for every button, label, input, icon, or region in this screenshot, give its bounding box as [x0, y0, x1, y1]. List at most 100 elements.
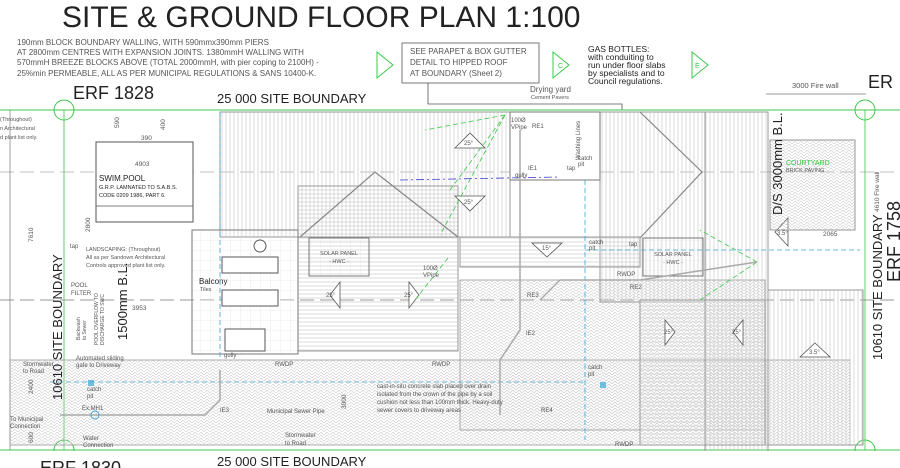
note-line: LANDSCAPING: (Throughout): [86, 247, 160, 253]
service-label: IE1: [528, 166, 538, 172]
service-label: RE1: [532, 124, 544, 130]
erf-label: ERF 1758: [884, 201, 900, 282]
right-boundary-label: 10610 SITE BOUNDARY: [870, 214, 885, 360]
service-label: Stormwater: [285, 433, 316, 439]
service-label: catch: [578, 156, 592, 162]
service-label: pit: [589, 246, 596, 252]
service-label: pit: [87, 394, 94, 400]
room-sublabel: Cement Pavers: [531, 95, 569, 101]
service-label: catch: [588, 365, 602, 371]
note-line: AT BOUNDARY (Sheet 2): [410, 69, 502, 78]
service-label: POOL OVERFLOW TO: [94, 293, 100, 345]
swimming-pool: [95, 141, 194, 223]
service-label: to Road: [23, 369, 44, 375]
service-label: Municipal Sewer Pipe: [267, 409, 325, 415]
pool-label: SWIM.POOL: [99, 174, 146, 183]
roof-pitch-label: 15°: [542, 246, 552, 252]
service-label: VPipe: [423, 273, 440, 279]
service-label: Connection: [10, 424, 40, 430]
room-sublabel: BRICK PAVING: [786, 168, 824, 174]
grid-marker-icon: [854, 99, 876, 121]
roof-pitch-label: 25°: [464, 200, 474, 206]
solar-panel-label: SOLAR PANEL: [654, 252, 692, 258]
note-line: cushion not less than 100mm thick. Heavy…: [377, 400, 503, 406]
dimension-label: 600: [28, 432, 35, 443]
bottom-boundary-label: 25 000 SITE BOUNDARY: [217, 454, 367, 468]
plan-title: SITE & GROUND FLOOR PLAN 1:100: [62, 1, 580, 34]
roof-section: [767, 289, 864, 446]
grid-marker-icon: [53, 99, 75, 121]
solar-panel: [308, 237, 370, 277]
dimension-label: 2400: [28, 379, 35, 394]
note-line: AT 2800mm CENTRES WITH EXPANSION JOINTS.…: [17, 48, 304, 57]
section-marker-icon: [691, 50, 709, 80]
note-line: DETAIL TO HIPPED ROOF: [410, 58, 508, 67]
service-label: Ex.MH1: [82, 406, 104, 412]
solar-panel: [642, 237, 704, 277]
service-label: Water: [83, 436, 99, 442]
boundary-wall-note: 190mm BLOCK BOUNDARY WALLING, WITH 590mm…: [17, 38, 319, 78]
service-label: FILTER: [71, 291, 92, 297]
service-label: pit: [578, 162, 585, 168]
drying-yard: [509, 111, 601, 181]
section-marker-icon: [376, 50, 394, 80]
washing-lines-label: Washing Lines: [576, 121, 582, 160]
roof-pitch-label: 3.5°: [809, 350, 820, 356]
service-label: to Road: [285, 441, 306, 447]
note-line: Council regulations.: [588, 76, 663, 86]
dimension-label: 3953: [132, 305, 147, 312]
dimension-label: 3000 Fire wall: [792, 81, 839, 90]
note-line: isolated from the crown of the pipe by a…: [377, 392, 492, 398]
building-line-label: 1500mm B.L.: [115, 263, 130, 340]
pool-note: G.R.P. LAMNATED TO S.A.B.S.: [99, 185, 178, 191]
service-label: RE4: [541, 408, 553, 414]
room-label: COURTYARD: [786, 160, 830, 167]
service-label: RWDP: [617, 272, 635, 278]
dimension-label: 2800: [85, 217, 92, 232]
room-sublabel: Tiles: [200, 287, 212, 293]
leader-line: [427, 83, 623, 110]
room-label: Balcony: [199, 277, 227, 286]
roof-pitch-label: 25°: [404, 293, 414, 299]
service-label: to Sewer: [82, 320, 88, 340]
note-line: n Architectural: [0, 126, 35, 132]
service-label: DISCHARGE TO SWC: [100, 294, 106, 345]
service-label: RWDP: [615, 442, 633, 448]
note-line: Controls approved plant list only.: [86, 263, 166, 269]
service-label: Automated sliding: [76, 356, 124, 362]
roof-pitch-label: 25°: [326, 293, 336, 299]
service-label: catch: [87, 387, 101, 393]
note-line: GAS BOTTLES:: [588, 44, 649, 54]
dimension-label: 4903: [135, 161, 150, 168]
note-line: (Throughout): [0, 117, 32, 123]
service-label: gully: [515, 173, 527, 179]
building-line-label: D/S 3000mm B.L.: [770, 112, 785, 215]
service-label: RE2: [630, 285, 642, 291]
service-label: tap: [629, 242, 638, 248]
note-line: cast-in-situ concrete slab placed over d…: [377, 384, 491, 390]
dimension-label: 3000: [341, 394, 348, 409]
note-line: 25%min PERMEABLE, ALL AS PER MUNICIPAL R…: [17, 69, 316, 78]
note-line: 570mmH BREEZE BLOCKS ABOVE (TOTAL 2000mm…: [17, 58, 319, 67]
service-label: Stormwater: [23, 362, 54, 368]
top-boundary-label: 25 000 SITE BOUNDARY: [217, 91, 367, 106]
service-label: VPipe: [511, 125, 528, 131]
courtyard: [769, 139, 856, 231]
dimension-label: 2065: [823, 231, 838, 238]
parapet-note-box: [401, 42, 540, 84]
roof-pitch-label: 25°: [464, 141, 474, 147]
service-label: Backwash: [76, 317, 82, 340]
service-label: tap: [70, 244, 79, 250]
gas-bottles-note: GAS BOTTLES: with conduiting to run unde…: [587, 44, 666, 86]
note-line: d plant list only.: [0, 135, 38, 141]
pool-note: CODE 0209 1986, PART 6.: [99, 193, 166, 199]
note-line: by specialists and to: [588, 68, 665, 78]
service-label: IE2: [526, 331, 536, 337]
erf-label: ERF 1830: [40, 458, 121, 468]
solar-panel-label: SOLAR PANEL: [320, 251, 358, 257]
dimension-label: 7610: [28, 227, 35, 242]
service-label: To Municipal: [10, 417, 43, 423]
note-line: All as per Sandown Architectural: [86, 255, 165, 261]
